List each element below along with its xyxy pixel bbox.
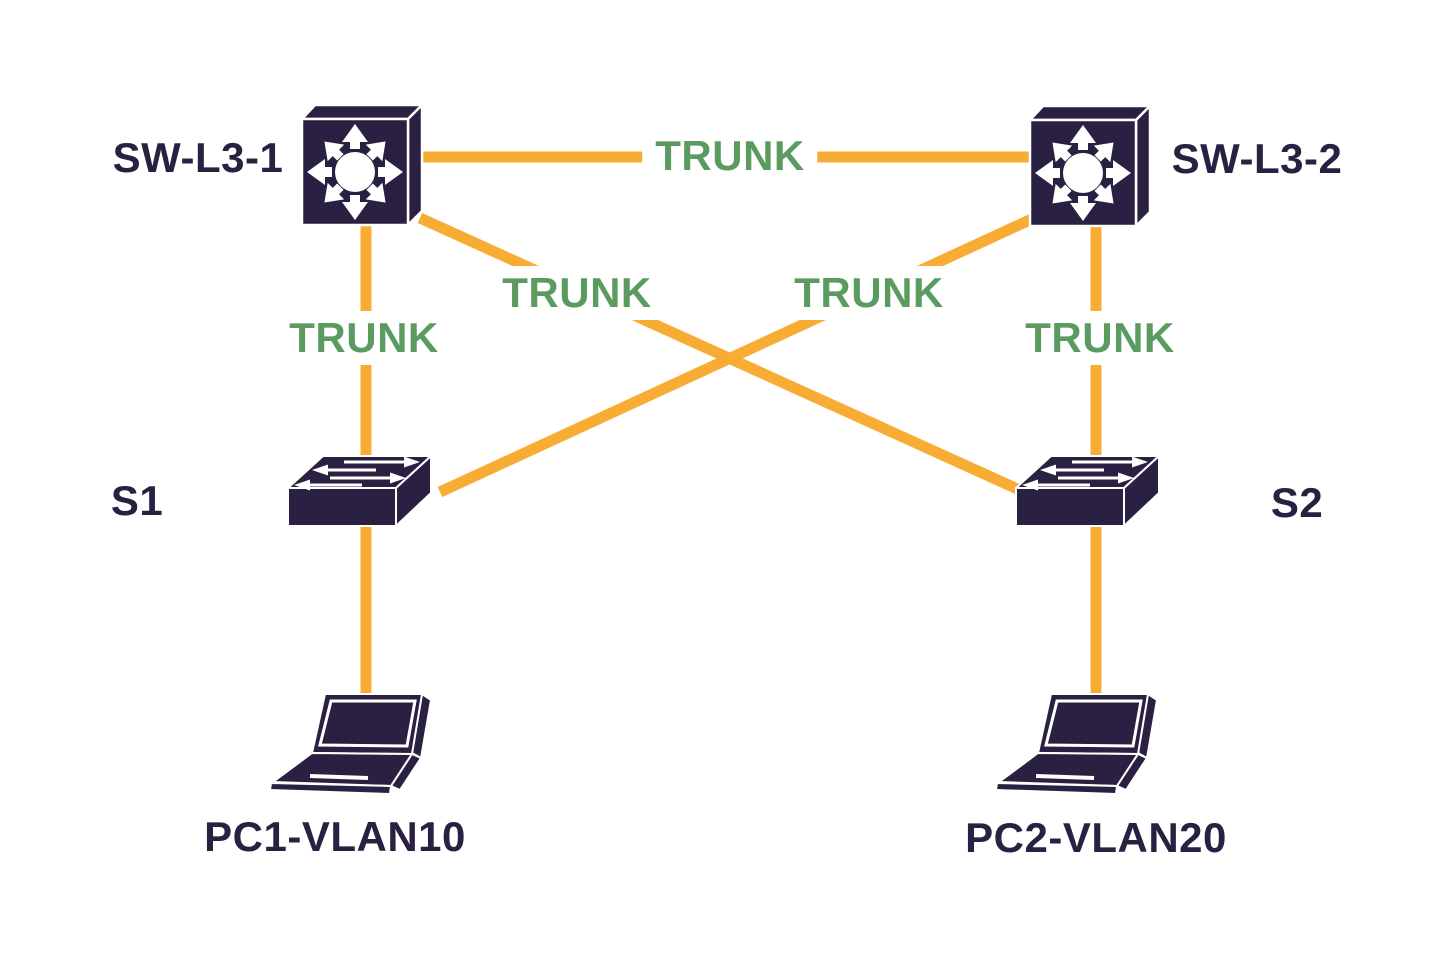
sw-l3-1-label: SW-L3-1	[112, 134, 284, 181]
sw-l3-2-layer3-switch-icon	[1028, 104, 1152, 228]
s2-label: S2	[1270, 479, 1324, 526]
trunk-label-core: TRUNK	[642, 129, 818, 183]
pc2-label: PC2-VLAN20	[965, 814, 1227, 861]
pc2-laptop-icon	[996, 693, 1158, 795]
s1-layer2-switch-icon	[287, 455, 432, 527]
trunk-label-left-diagonal: TRUNK	[489, 266, 665, 320]
s2-layer2-switch-icon	[1015, 455, 1160, 527]
link-swl32-s1	[437, 213, 1037, 497]
sw-l3-1-layer3-switch-icon	[300, 103, 424, 227]
pc1-label: PC1-VLAN10	[204, 813, 466, 860]
trunk-label-right-vertical: TRUNK	[1012, 311, 1188, 365]
sw-l3-2-label: SW-L3-2	[1171, 135, 1343, 182]
pc1-laptop-icon	[270, 693, 432, 795]
trunk-label-left-vertical: TRUNK	[276, 311, 452, 365]
link-swl31-s2	[417, 212, 1027, 498]
s1-label: S1	[110, 477, 164, 524]
trunk-label-right-diagonal: TRUNK	[781, 266, 957, 320]
